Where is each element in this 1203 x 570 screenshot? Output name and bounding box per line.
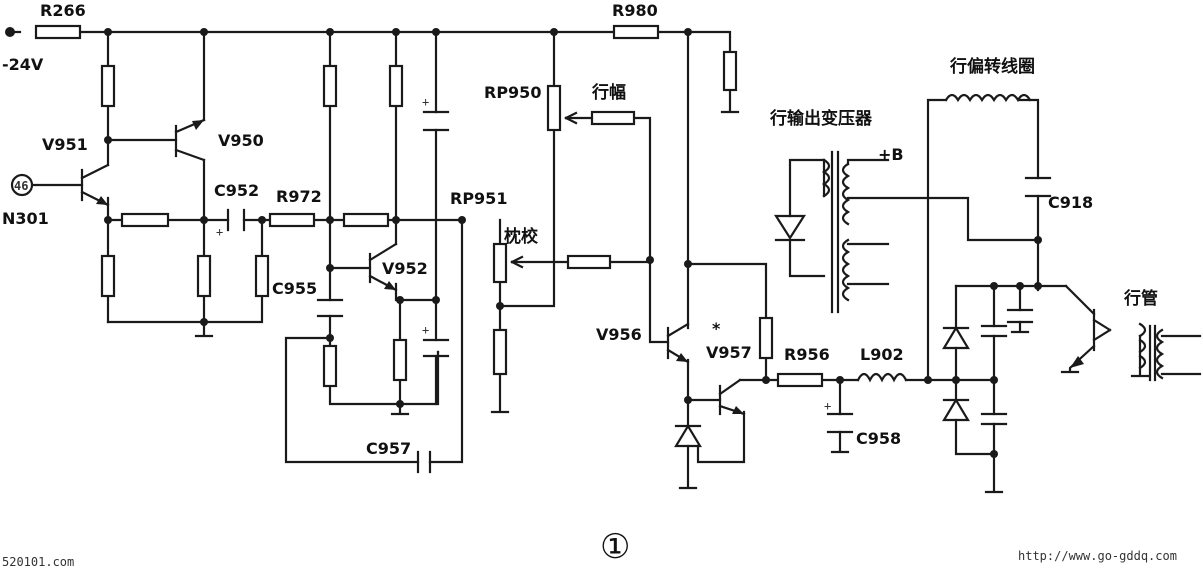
transistor-v956 <box>666 322 690 364</box>
resistor <box>196 254 212 298</box>
resistor <box>322 344 338 388</box>
svg-text:+: + <box>422 95 429 109</box>
resistor <box>758 316 774 360</box>
junction-dots <box>5 27 1042 458</box>
resistor <box>342 212 390 228</box>
resistor-r266 <box>34 24 82 40</box>
resistor-hangfu <box>590 110 636 126</box>
label-c957: C957 <box>366 439 411 458</box>
resistor <box>492 328 508 376</box>
labels: R266 R980 -24V V951 V950 46 N301 C952 R9… <box>2 1 1177 569</box>
transistors <box>80 118 1112 416</box>
label-c958: C958 <box>856 429 901 448</box>
label-r980: R980 <box>612 1 658 20</box>
label-v956: V956 <box>596 325 642 344</box>
label-v950: V950 <box>218 131 264 150</box>
transistor-v951 <box>80 163 110 207</box>
resistor <box>322 64 338 108</box>
label-star: * <box>712 319 721 338</box>
resistor-r980 <box>612 24 660 40</box>
transistor-hot <box>1070 308 1112 368</box>
resistor <box>100 64 116 108</box>
resistor <box>392 338 408 382</box>
label-v951: V951 <box>42 135 88 154</box>
inductors <box>821 93 1165 383</box>
label-v957: V957 <box>706 343 752 362</box>
label-n301: N301 <box>2 209 49 228</box>
label-pin46: 46 <box>14 179 28 193</box>
svg-text:+: + <box>422 323 429 337</box>
label-supply: -24V <box>2 55 44 74</box>
label-plus-b: +B <box>878 145 904 164</box>
transistor-v957 <box>718 378 746 416</box>
transistor-v952 <box>368 242 398 292</box>
watermark-left: 520101.com <box>2 555 74 569</box>
label-c918: C918 <box>1048 193 1093 212</box>
diodes <box>674 214 970 448</box>
resistor <box>254 254 270 298</box>
label-v952: V952 <box>382 259 428 278</box>
label-deflection-coil: 行偏转线圈 <box>949 56 1035 77</box>
svg-text:+: + <box>216 225 223 239</box>
resistor <box>722 50 738 92</box>
wiper-arrows <box>510 111 578 269</box>
label-c955: C955 <box>272 279 317 298</box>
label-l902: L902 <box>860 345 904 364</box>
label-c952: C952 <box>214 181 259 200</box>
resistors <box>34 24 824 388</box>
resistor <box>566 254 612 270</box>
label-flyback: 行输出变压器 <box>769 108 873 129</box>
resistor-r972 <box>268 212 316 228</box>
transistor-v950 <box>174 118 206 162</box>
label-hangguan: 行管 <box>1123 288 1158 309</box>
potentiometer-rp951 <box>492 242 508 284</box>
resistor <box>100 254 116 298</box>
pin-46-circle <box>10 173 34 197</box>
label-r266: R266 <box>40 1 86 20</box>
resistor-r956 <box>776 372 824 388</box>
watermark-right: http://www.go-gddq.com <box>1018 549 1177 563</box>
capacitors: + + + + <box>216 95 1052 474</box>
label-zhenjiao: 枕校 <box>504 226 539 247</box>
resistor <box>388 64 404 108</box>
label-rp950: RP950 <box>484 83 541 102</box>
label-r972: R972 <box>276 187 322 206</box>
svg-text:+: + <box>824 399 831 413</box>
potentiometer-rp950 <box>546 84 562 132</box>
label-rp951: RP951 <box>450 189 507 208</box>
label-hangfu: 行幅 <box>591 82 626 103</box>
resistor <box>120 212 170 228</box>
label-r956: R956 <box>784 345 830 364</box>
figure-number: ① <box>600 527 630 567</box>
